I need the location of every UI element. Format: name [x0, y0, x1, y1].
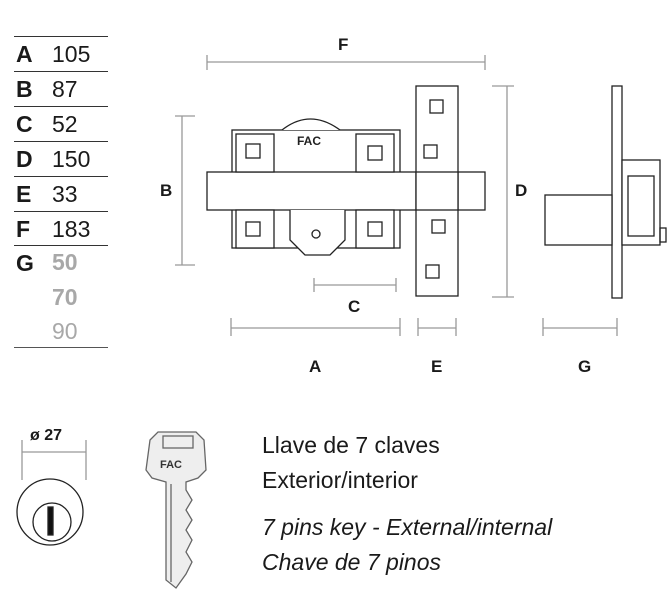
diameter-label: ø 27	[30, 427, 63, 444]
dim-row-f: F 183	[14, 211, 108, 246]
lock-front-view: FAC	[206, 85, 486, 297]
dim-value: 183	[52, 216, 91, 242]
dim-g-value: 70	[52, 284, 78, 310]
label-b: B	[160, 181, 173, 200]
cylinder-icon	[16, 478, 84, 546]
dim-g-value: 90	[52, 318, 78, 344]
dim-key: G	[16, 250, 34, 276]
label-d: D	[515, 181, 528, 200]
dim-key: E	[16, 181, 32, 207]
dim-key: A	[16, 41, 33, 67]
dimension-lines	[21, 55, 618, 480]
dim-key: C	[16, 111, 33, 137]
dim-g-value: 50	[52, 249, 78, 275]
dim-value: 52	[52, 111, 78, 137]
dim-row-e: E 33	[14, 176, 108, 211]
dim-row-g: G	[14, 245, 108, 348]
description-portuguese: Chave de 7 pinos	[262, 549, 442, 575]
dim-value: 33	[52, 181, 78, 207]
label-f: F	[338, 35, 349, 54]
dim-value: 105	[52, 41, 91, 67]
label-g: G	[578, 357, 592, 376]
label-a: A	[309, 357, 322, 376]
fac-logo: FAC	[297, 134, 321, 148]
lock-side-view	[544, 85, 667, 299]
dim-value: 150	[52, 146, 91, 172]
label-c: C	[348, 297, 361, 316]
dim-row-a: A 105	[14, 36, 108, 71]
key-icon: FAC	[145, 431, 207, 589]
dim-row-b: B 87	[14, 71, 108, 106]
dim-row-d: D 150	[14, 141, 108, 176]
description-spanish-2: Exterior/interior	[262, 467, 418, 493]
dim-row-c: C 52	[14, 106, 108, 141]
dim-key: F	[16, 216, 31, 242]
description-spanish: Llave de 7 claves	[262, 432, 440, 458]
label-e: E	[431, 357, 443, 376]
dim-key: B	[16, 76, 33, 102]
svg-text:FAC: FAC	[160, 459, 182, 471]
dim-key: D	[16, 146, 33, 172]
description-english: 7 pins key - External/internal	[262, 514, 553, 540]
dim-value: 87	[52, 76, 78, 102]
